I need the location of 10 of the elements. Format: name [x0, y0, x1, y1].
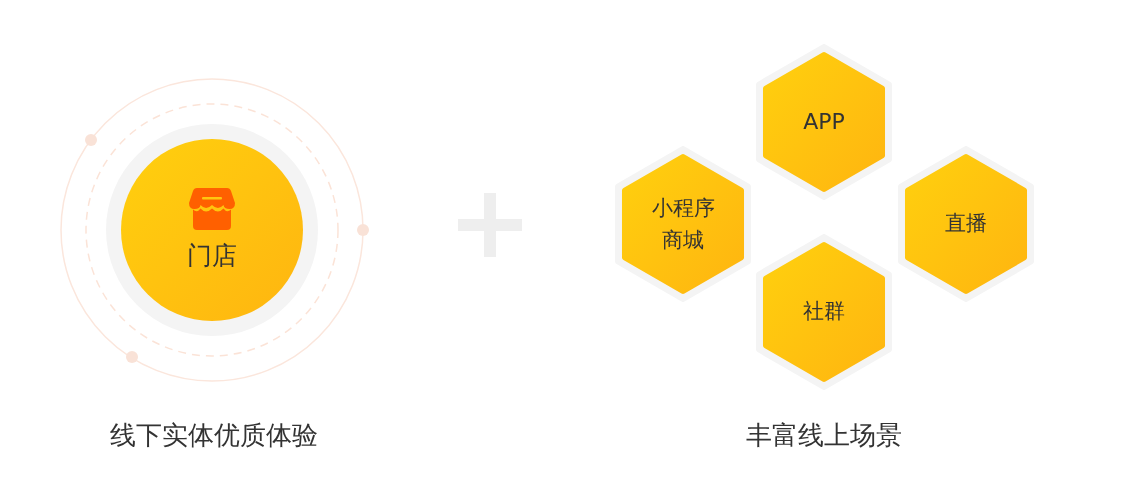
hexagon: [615, 146, 751, 302]
hexagon-label: 小程序商城: [650, 195, 716, 254]
hexagon: [756, 44, 892, 200]
caption-text: 丰富线上场景: [746, 420, 902, 452]
hexagon: [898, 146, 1034, 302]
hexagon: [756, 234, 892, 390]
hexagon-label: 社群: [803, 299, 845, 325]
hexagon-label: 直播: [945, 211, 987, 237]
caption-text: 线下实体优质体验: [110, 420, 318, 452]
hexagon-label: APP: [803, 108, 845, 136]
